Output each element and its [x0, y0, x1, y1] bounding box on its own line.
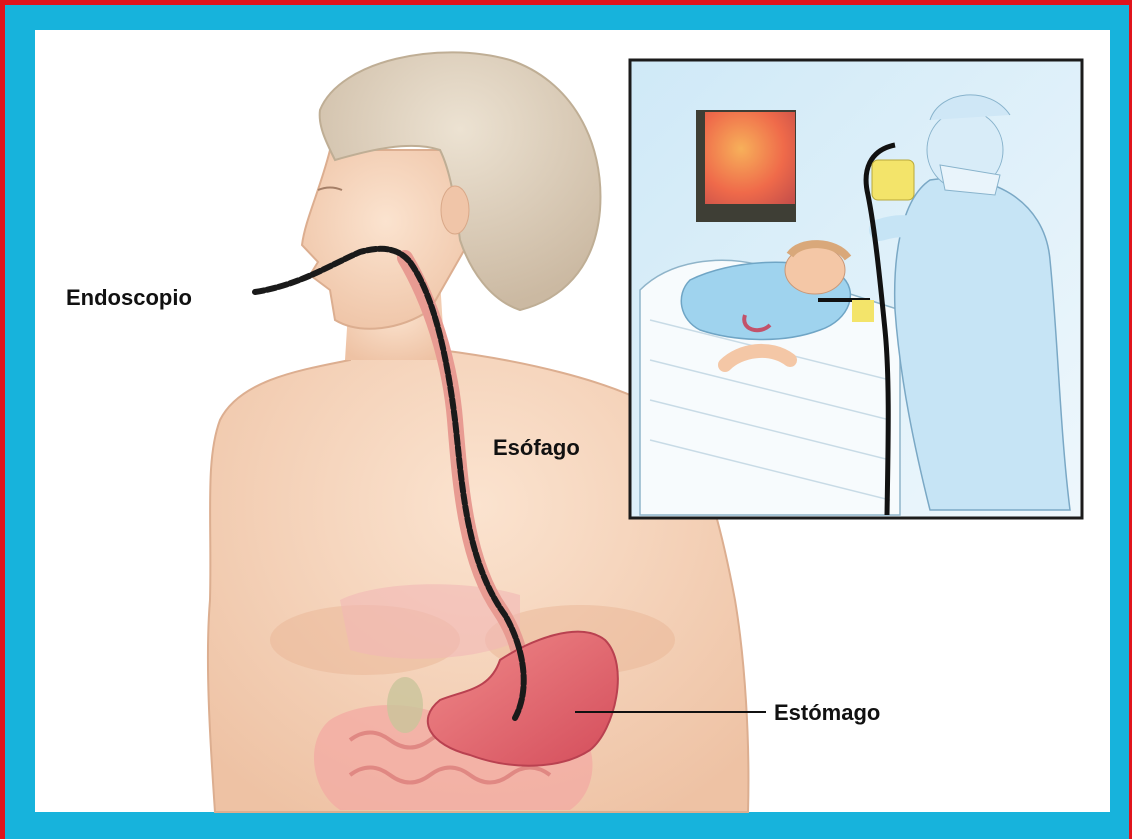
stomach-label: Estómago: [774, 700, 880, 726]
monitor-icon: [696, 110, 796, 222]
endoscope-label: Endoscopio: [66, 285, 192, 311]
inset-procedure-scene: [630, 60, 1082, 518]
esophagus-label: Esófago: [493, 435, 580, 461]
